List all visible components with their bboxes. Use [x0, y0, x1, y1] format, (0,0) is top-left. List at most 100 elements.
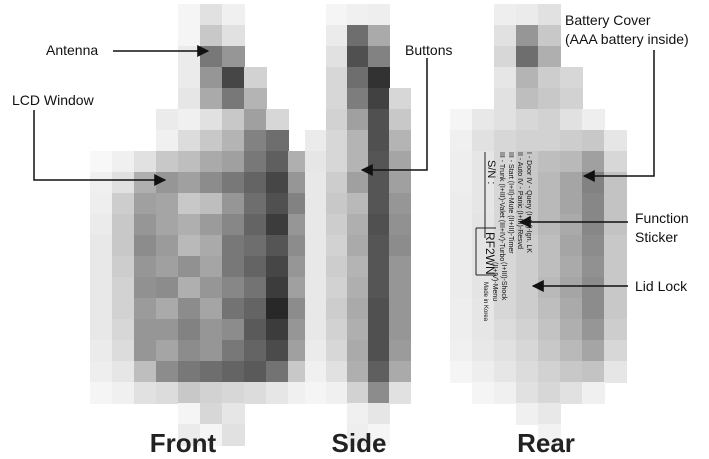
- pixel-block: [112, 277, 135, 299]
- pixel-block: [305, 151, 327, 173]
- pixel-block: [178, 235, 201, 257]
- pixel-block: [560, 340, 583, 362]
- pixel-block: [288, 235, 311, 257]
- pixel-block: [516, 319, 539, 341]
- pixel-block: [368, 235, 390, 257]
- pixel-block: [326, 193, 348, 215]
- rear-title: Rear: [517, 428, 575, 458]
- pixel-block: [582, 256, 605, 278]
- pixel-block: [112, 172, 135, 194]
- pixel-block: [90, 319, 113, 341]
- pixel-block: [538, 4, 561, 26]
- pixel-block: [494, 235, 517, 257]
- pixel-block: [472, 256, 495, 278]
- pixel-block: [178, 298, 201, 320]
- pixel-block: [326, 25, 348, 47]
- pixel-block: [200, 25, 223, 47]
- pixel-block: [222, 46, 245, 68]
- pixel-block: [347, 235, 369, 257]
- pixel-block: [178, 67, 201, 89]
- pixel-block: [90, 235, 113, 257]
- pixel-block: [326, 88, 348, 110]
- pixel-block: [368, 340, 390, 362]
- pixel-block: [368, 4, 390, 26]
- pixel-block: [178, 109, 201, 131]
- pixel-block: [200, 214, 223, 236]
- pixel-block: [90, 340, 113, 362]
- pixel-block: [516, 151, 539, 173]
- pixel-block: [305, 382, 327, 404]
- pixel-block: [450, 130, 473, 152]
- pixel-block: [222, 67, 245, 89]
- pixel-block: [244, 319, 267, 341]
- pixel-block: [178, 382, 201, 404]
- pixel-block: [347, 193, 369, 215]
- pixel-block: [494, 88, 517, 110]
- pixel-block: [90, 193, 113, 215]
- pixel-block: [288, 214, 311, 236]
- battery-cover-label-1: Battery Cover: [565, 12, 651, 28]
- pixel-block: [178, 361, 201, 383]
- pixel-block: [389, 298, 411, 320]
- pixel-block: [368, 277, 390, 299]
- pixel-block: [305, 319, 327, 341]
- side-title: Side: [331, 428, 387, 458]
- pixel-block: [472, 340, 495, 362]
- pixel-block: [200, 172, 223, 194]
- pixel-block: [200, 424, 223, 446]
- pixel-block: [112, 361, 135, 383]
- pixel-block: [347, 298, 369, 320]
- pixel-block: [560, 109, 583, 131]
- pixel-block: [178, 319, 201, 341]
- pixel-block: [538, 256, 561, 278]
- pixel-block: [538, 214, 561, 236]
- pixel-block: [368, 361, 390, 383]
- pixel-block: [560, 88, 583, 110]
- pixel-block: [326, 298, 348, 320]
- pixel-block: [134, 298, 157, 320]
- pixel-block: [582, 319, 605, 341]
- pixel-block: [560, 319, 583, 341]
- pixel-block: [368, 424, 390, 446]
- lid-lock-label: Lid Lock: [635, 278, 688, 294]
- pixel-block: [582, 172, 605, 194]
- pixel-block: [200, 4, 223, 26]
- pixel-block: [112, 319, 135, 341]
- pixel-block: [538, 193, 561, 215]
- pixel-block: [347, 151, 369, 173]
- pixel-block: [112, 214, 135, 236]
- pixel-block: [156, 361, 179, 383]
- pixel-block: [326, 130, 348, 152]
- pixel-block: [450, 235, 473, 257]
- pixel-block: [156, 277, 179, 299]
- pixel-block: [305, 235, 327, 257]
- pixel-block: [516, 382, 539, 404]
- pixel-block: [516, 4, 539, 26]
- pixel-block: [178, 193, 201, 215]
- pixel-block: [288, 298, 311, 320]
- pixel-block: [516, 67, 539, 89]
- pixel-block: [516, 277, 539, 299]
- pixel-block: [368, 88, 390, 110]
- pixel-block: [244, 151, 267, 173]
- sticker-line-5: (I+III)-Shock: [500, 262, 507, 301]
- pixel-block: [244, 256, 267, 278]
- pixel-block: [368, 256, 390, 278]
- pixel-block: [604, 298, 627, 320]
- pixel-block: [347, 403, 369, 425]
- pixel-block: [244, 277, 267, 299]
- pixel-block: [582, 130, 605, 152]
- pixel-block: [178, 277, 201, 299]
- pixel-block: [134, 256, 157, 278]
- pixel-block: [538, 25, 561, 47]
- pixel-block: [582, 298, 605, 320]
- pixel-block: [222, 319, 245, 341]
- pixel-block: [560, 130, 583, 152]
- pixel-block: [516, 25, 539, 47]
- pixel-block: [266, 193, 289, 215]
- pixel-block: [604, 151, 627, 173]
- pixel-block: [389, 382, 411, 404]
- pixel-block: [560, 298, 583, 320]
- pixel-block: [450, 109, 473, 131]
